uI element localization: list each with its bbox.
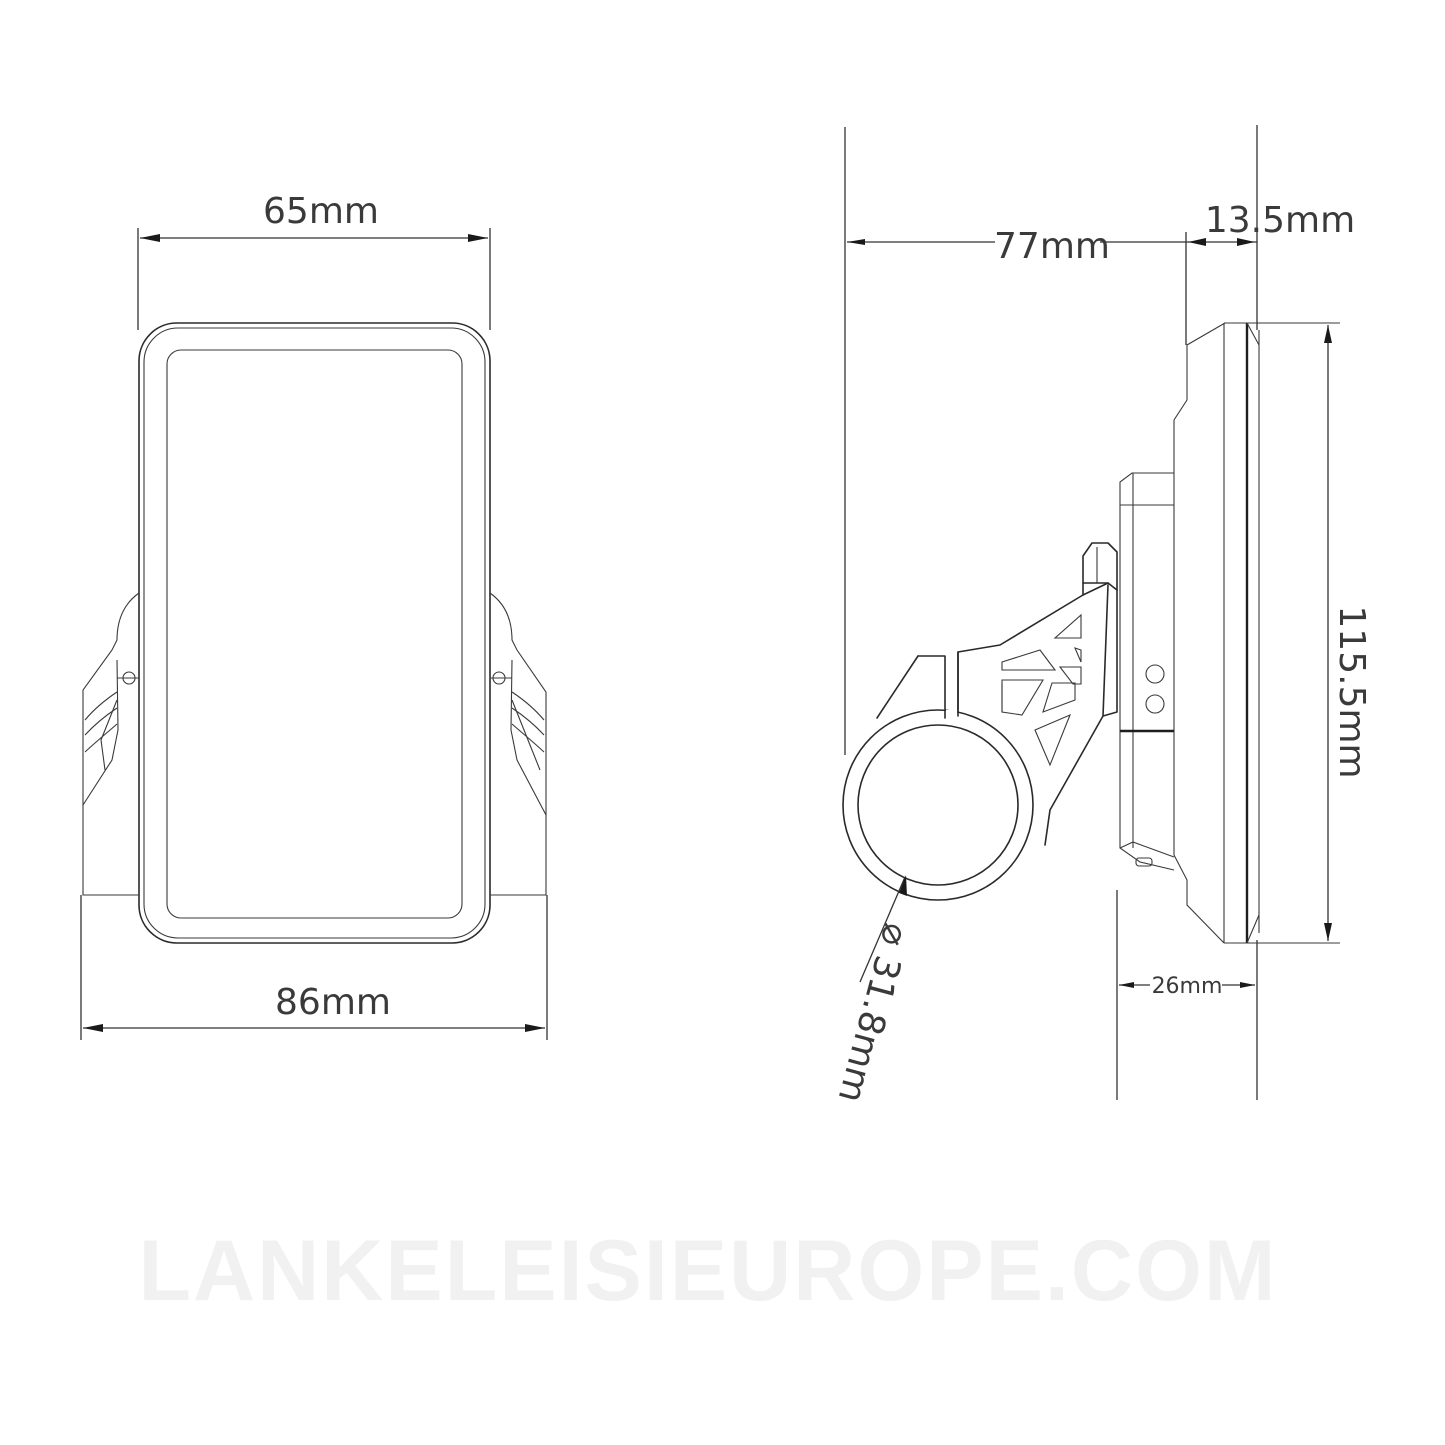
dimension-86mm: 86mm	[80, 895, 548, 1040]
dimension-65mm: 65mm	[137, 191, 491, 330]
display-body-side	[1119, 322, 1340, 944]
front-view: 65mm 86mm	[80, 191, 548, 1040]
dimension-label-total-width: 86mm	[275, 982, 391, 1023]
watermark-text: LANKELEISIEUROPE.COM	[139, 1223, 1278, 1319]
dimension-label-display-height: 115.5mm	[1331, 605, 1372, 778]
clamp-outer-ring	[842, 709, 1034, 901]
button-circle-lower	[1145, 694, 1165, 714]
dimension-label-depth-total: 77mm	[994, 226, 1110, 267]
dimension-77mm: 77mm	[847, 226, 1186, 267]
display-screen	[166, 349, 463, 919]
clamp-inner-ring	[857, 724, 1019, 886]
left-mount-bracket	[82, 592, 140, 896]
dimension-26mm: 26mm	[1119, 974, 1255, 999]
dimension-label-mount-depth: 26mm	[1152, 974, 1223, 999]
right-pivot-circle	[492, 671, 506, 685]
button-circle-upper	[1145, 664, 1165, 684]
left-pivot-circle	[122, 671, 136, 685]
dimension-115-5mm: 115.5mm	[1324, 325, 1372, 941]
side-view: 77mm 13.5mm 115.5mm 26mm ⌀ 3	[830, 125, 1372, 1107]
dimension-label-clamp-diameter: ⌀ 31.8mm	[830, 919, 917, 1107]
dimension-label-display-thickness: 13.5mm	[1205, 200, 1355, 241]
mount-arm	[957, 542, 1118, 846]
dimension-label-screen-width: 65mm	[263, 191, 379, 232]
right-mount-bracket	[489, 592, 547, 896]
dimension-13-5mm: 13.5mm	[1186, 200, 1355, 246]
display-outer-frame	[138, 322, 491, 944]
display-outer-frame-inner	[143, 327, 486, 939]
dimension-diameter-31-8mm: ⌀ 31.8mm	[830, 875, 917, 1107]
handlebar-clamp	[842, 651, 1034, 901]
